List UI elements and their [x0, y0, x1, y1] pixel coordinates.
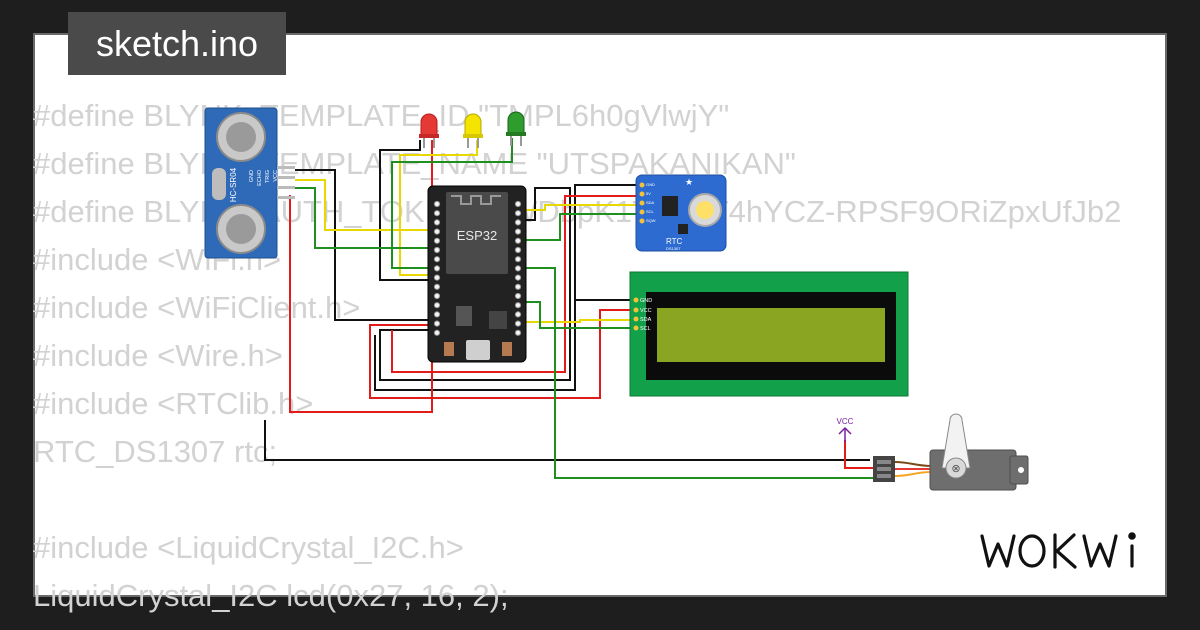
wire	[520, 301, 636, 329]
wire	[520, 319, 636, 323]
rtc-pin-label: SCL	[646, 209, 655, 214]
ultrasonic-pin-label: GND	[249, 170, 255, 182]
led-yellow[interactable]	[463, 113, 483, 148]
wokwi-logo	[980, 532, 1136, 569]
esp32-pin[interactable]	[514, 320, 522, 327]
lcd-pin-label: SCL	[640, 326, 651, 332]
esp32-pin[interactable]	[433, 228, 441, 235]
wires	[264, 138, 875, 479]
code-line: #define BLYNK_AUTH_TOKEN "SWDbpK1T2GnT4h…	[33, 194, 1122, 229]
esp32-pin[interactable]	[514, 292, 522, 300]
esp32-pin[interactable]	[433, 311, 441, 318]
lcd-display[interactable]: GND VCC SDA SCL	[629, 271, 909, 397]
wire	[295, 169, 432, 321]
esp32-pin[interactable]	[514, 302, 522, 309]
wire	[520, 204, 636, 211]
esp32-pin[interactable]	[514, 219, 522, 226]
rtc-pin-label: 5V	[646, 191, 651, 196]
vcc-label: VCC	[837, 417, 854, 426]
wire	[374, 184, 636, 391]
esp32-pin[interactable]	[433, 265, 441, 272]
esp32-pin[interactable]	[433, 274, 441, 281]
wire	[379, 140, 432, 281]
esp32-pin[interactable]	[433, 320, 441, 327]
wire	[264, 420, 870, 461]
esp32-pin[interactable]	[514, 200, 522, 208]
esp32-pin[interactable]	[433, 302, 441, 309]
led-red[interactable]	[419, 113, 439, 148]
esp32-pin[interactable]	[514, 329, 522, 336]
wire	[369, 309, 636, 399]
esp32-pin[interactable]	[433, 329, 441, 336]
star-icon: ★	[685, 177, 693, 187]
wire	[295, 179, 432, 231]
lcd-screen	[657, 308, 885, 362]
ultrasonic-model-label: HC-SR04	[229, 167, 238, 202]
code-line: #include <RTClib.h>	[33, 386, 314, 421]
wire	[399, 140, 478, 276]
wire	[295, 187, 432, 249]
esp32-pin[interactable]	[433, 219, 441, 226]
screw-icon: ⊗	[951, 463, 960, 475]
ultrasonic-pin-label: ECHO	[257, 169, 263, 186]
esp32-label: ESP32	[457, 228, 497, 243]
servo-motor[interactable]: ⊗	[873, 413, 1029, 491]
lcd-pin-label: GND	[640, 298, 652, 304]
code-line: #include <LiquidCrystal_I2C.h>	[33, 530, 464, 565]
ultrasonic-sensor[interactable]: HC-SR04 GND ECHO TRIG VCC	[204, 107, 295, 259]
vcc-power-symbol: VCC	[837, 417, 854, 442]
rtc-pin-label: GND	[646, 182, 655, 187]
lcd-pin-label: SDA	[640, 317, 652, 323]
lcd-pin-label: VCC	[640, 308, 652, 314]
code-line: #include <Wire.h>	[33, 338, 283, 373]
esp32-pin[interactable]	[514, 311, 522, 318]
esp32-pin[interactable]	[514, 256, 522, 263]
esp32-pin[interactable]	[514, 237, 522, 244]
esp32-pin[interactable]	[514, 274, 522, 281]
rtc-model-label: DS1307	[666, 246, 681, 251]
esp32-pin[interactable]	[433, 283, 441, 290]
esp32-pin[interactable]	[433, 292, 441, 300]
esp32-pin[interactable]	[433, 246, 441, 254]
ultrasonic-pin-label: VCC	[273, 170, 279, 182]
esp32-pin[interactable]	[514, 228, 522, 235]
esp32-pin[interactable]	[433, 237, 441, 244]
esp32-board[interactable]: ESP32	[427, 185, 527, 363]
rtc-label: RTC	[666, 237, 683, 246]
wire	[520, 213, 636, 241]
esp32-pin[interactable]	[514, 246, 522, 254]
esp32-pin[interactable]	[514, 265, 522, 272]
file-tab[interactable]: sketch.ino	[68, 12, 286, 75]
wire	[391, 138, 513, 269]
esp32-pin-headers	[433, 200, 522, 336]
ultrasonic-pin-label: TRIG	[265, 170, 271, 183]
wire	[379, 187, 571, 381]
rtc-pin-label: SDA	[646, 200, 655, 205]
led-green[interactable]	[506, 111, 526, 146]
wire	[844, 440, 875, 469]
code-line: #include <WiFiClient.h>	[33, 290, 361, 325]
esp32-pin[interactable]	[514, 210, 522, 217]
esp32-pin[interactable]	[433, 200, 441, 208]
code-line: LiquidCrystal_I2C lcd(0x27, 16, 2);	[33, 578, 509, 613]
esp32-pin[interactable]	[433, 210, 441, 217]
wire	[520, 267, 875, 479]
esp32-pin[interactable]	[433, 256, 441, 263]
code-line: RTC_DS1307 rtc;	[33, 434, 278, 469]
rtc-module[interactable]: ★ RTC DS1307 GND 5V SDA SCL SQW	[635, 174, 727, 252]
rtc-pin-label: SQW	[646, 218, 656, 223]
esp32-pin[interactable]	[514, 283, 522, 290]
wire	[391, 195, 636, 373]
